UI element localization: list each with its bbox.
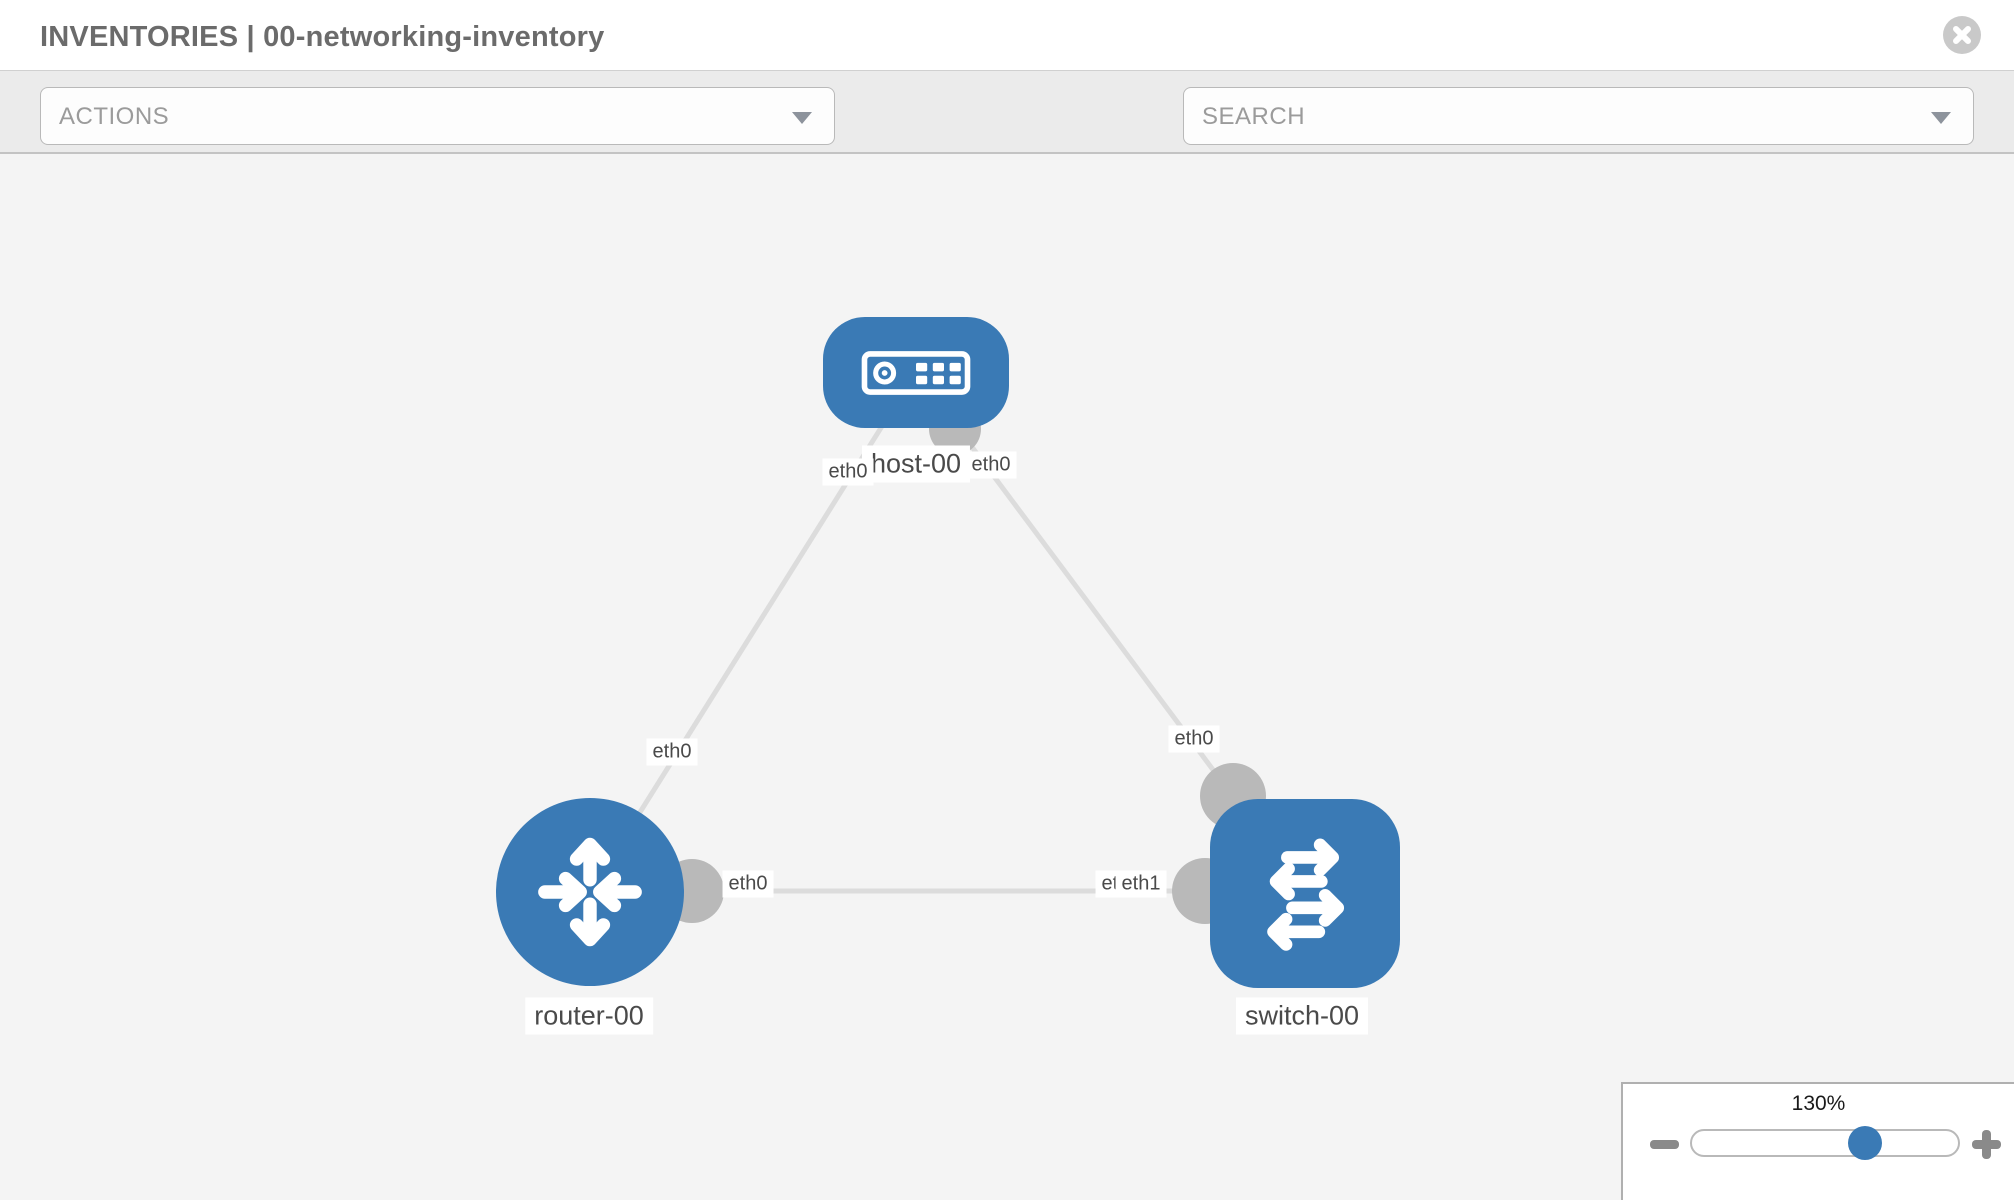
interface-label-switch-eth1: eth1 (1115, 870, 1167, 898)
zoom-in-button[interactable] (1972, 1130, 2001, 1159)
page-title: INVENTORIES | 00-networking-inventory (40, 21, 605, 53)
topology-edges (587, 370, 1308, 924)
interface-label-router-eth0-uplink: eth0 (646, 738, 698, 766)
topology-canvas[interactable]: host-00 router-00 switch-00 eth0 eth0 et… (0, 154, 2014, 1200)
node-host-00[interactable] (823, 317, 1009, 428)
toolbar: ACTIONS SEARCH (0, 70, 2014, 205)
node-label-switch-00: switch-00 (1235, 997, 1369, 1035)
search-select[interactable]: SEARCH (1183, 87, 1974, 145)
switch-icon (1267, 838, 1345, 951)
header: INVENTORIES | 00-networking-inventory (0, 0, 2014, 70)
node-router-00[interactable] (496, 798, 684, 986)
close-button[interactable] (1943, 16, 1981, 54)
actions-select-label: ACTIONS (59, 103, 170, 130)
actions-select[interactable]: ACTIONS (40, 87, 835, 145)
router-icon (538, 837, 642, 947)
interface-label-switch-eth0: eth0 (1168, 725, 1220, 753)
interface-label-host-eth0-right: eth0 (965, 451, 1017, 479)
node-switch-00[interactable] (1210, 799, 1400, 988)
chevron-down-icon (1931, 112, 1951, 124)
close-icon (1953, 26, 1971, 44)
host-icon (861, 350, 971, 395)
zoom-slider-track[interactable] (1690, 1129, 1960, 1157)
interface-label-router-eth0: eth0 (722, 870, 774, 898)
node-label-host-00: host-00 (861, 445, 971, 483)
zoom-slider-thumb[interactable] (1848, 1126, 1882, 1160)
chevron-down-icon (792, 112, 812, 124)
interface-label-host-eth0-left: eth0 (822, 458, 874, 486)
zoom-out-button[interactable] (1650, 1140, 1679, 1149)
search-select-label: SEARCH (1202, 103, 1306, 130)
zoom-panel: 130% (1621, 1082, 2014, 1200)
node-label-router-00: router-00 (525, 997, 653, 1035)
zoom-level: 130% (1791, 1092, 1846, 1115)
